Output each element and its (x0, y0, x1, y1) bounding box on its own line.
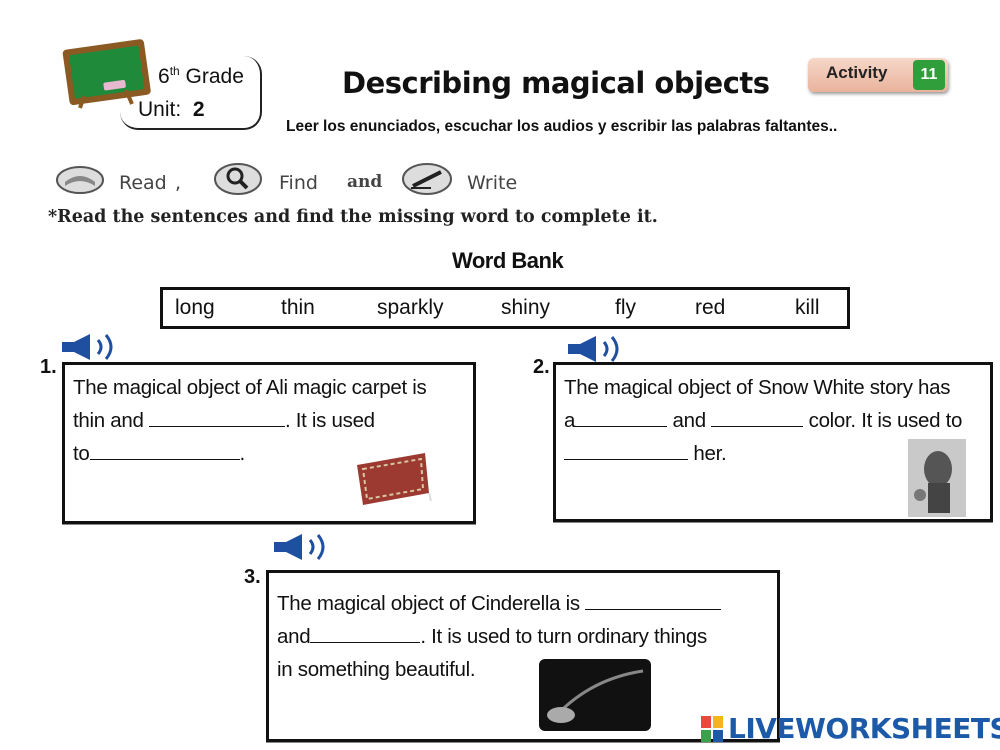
write-label: Write (467, 172, 518, 194)
word-bank-item: long (175, 296, 215, 319)
audio-speaker-icon[interactable] (272, 532, 336, 562)
main-instruction: *Read the sentences and find the missing… (48, 207, 658, 227)
audio-speaker-icon[interactable] (60, 332, 124, 362)
word-bank-item: thin (281, 296, 315, 319)
exercise-text: The magical object of Cinderella is and.… (277, 587, 777, 686)
word-bank-title: Word Bank (452, 248, 564, 273)
answer-blank[interactable] (148, 408, 285, 427)
exercise-box-3: The magical object of Cinderella is and.… (266, 570, 780, 742)
activity-label: Activity (826, 63, 888, 82)
answer-blank[interactable] (89, 441, 240, 460)
exercise-text: The magical object of Snow White story h… (564, 376, 963, 465)
word-bank-item: red (695, 296, 726, 319)
answer-blank[interactable] (585, 591, 722, 610)
page-subtitle: Leer los enunciados, escuchar los audios… (286, 118, 838, 135)
exercise-number: 3. (244, 566, 261, 588)
answer-blank[interactable] (711, 408, 804, 427)
word-bank-item: shiny (501, 296, 551, 319)
grade-label: 6th Grade (158, 64, 244, 88)
activity-number: 11 (913, 60, 945, 90)
exercise-number: 1. (40, 356, 57, 378)
liveworksheets-brand: LIVEWORKSHEETS (728, 712, 1000, 745)
page-title: Describing magical objects (342, 66, 770, 100)
book-icon (56, 166, 104, 194)
exercise-number: 2. (533, 356, 550, 378)
read-label: Read (119, 172, 167, 194)
and-label: and (347, 172, 383, 192)
audio-speaker-icon[interactable] (566, 334, 630, 364)
word-bank: long thin sparkly shiny fly red kill (160, 287, 850, 329)
magic-carpet-image (357, 453, 432, 505)
magnifier-icon (214, 163, 262, 195)
exercise-text: The magical object of Ali magic carpet i… (73, 376, 427, 465)
pencil-icon (402, 163, 452, 195)
exercise-box-2: The magical object of Snow White story h… (553, 362, 993, 522)
exercise-box-1: The magical object of Ali magic carpet i… (62, 362, 476, 524)
answer-blank[interactable] (575, 408, 668, 427)
apple-scene-image (908, 439, 966, 517)
answer-blank[interactable] (310, 624, 421, 643)
word-bank-item: kill (795, 296, 820, 319)
magic-wand-image (539, 659, 651, 731)
word-bank-item: fly (615, 296, 636, 319)
grade-frame (120, 56, 262, 130)
unit-label: Unit: 2 (138, 98, 205, 121)
answer-blank[interactable] (564, 441, 688, 460)
word-bank-item: sparkly (377, 296, 444, 319)
find-label: Find (279, 172, 318, 194)
liveworksheets-logo-icon (701, 716, 723, 742)
